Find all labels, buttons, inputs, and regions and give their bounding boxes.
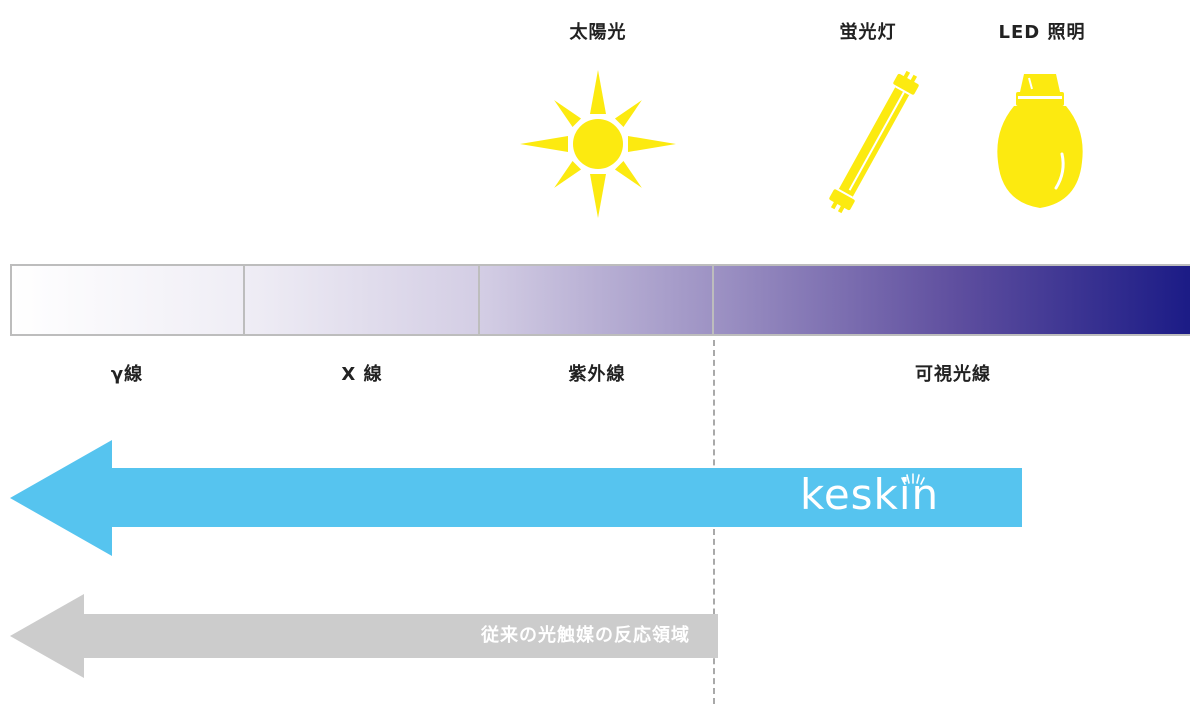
x-ray-label: X 線 bbox=[341, 364, 383, 385]
conventional-arrow bbox=[10, 594, 718, 678]
logo-sparkle-icon bbox=[901, 473, 925, 485]
conventional-arrow-label: 従来の光触媒の反応領域 bbox=[481, 625, 690, 646]
ultraviolet-label: 紫外線 bbox=[568, 364, 626, 385]
led-bulb-icon bbox=[997, 74, 1083, 208]
sun-icon bbox=[520, 70, 676, 218]
sun-label: 太陽光 bbox=[569, 22, 627, 43]
fluorescent-tube-icon bbox=[829, 70, 919, 214]
gamma-ray-label: γ線 bbox=[110, 364, 144, 385]
keskin-logo: keskin bbox=[800, 470, 940, 519]
visible-light-label: 可視光線 bbox=[915, 364, 991, 385]
fluorescent-label: 蛍光灯 bbox=[839, 22, 897, 43]
led-label: LED 照明 bbox=[998, 22, 1086, 43]
spectrum-bar bbox=[10, 264, 1190, 336]
keskin-arrow bbox=[10, 440, 1022, 556]
arrows bbox=[10, 440, 1022, 678]
